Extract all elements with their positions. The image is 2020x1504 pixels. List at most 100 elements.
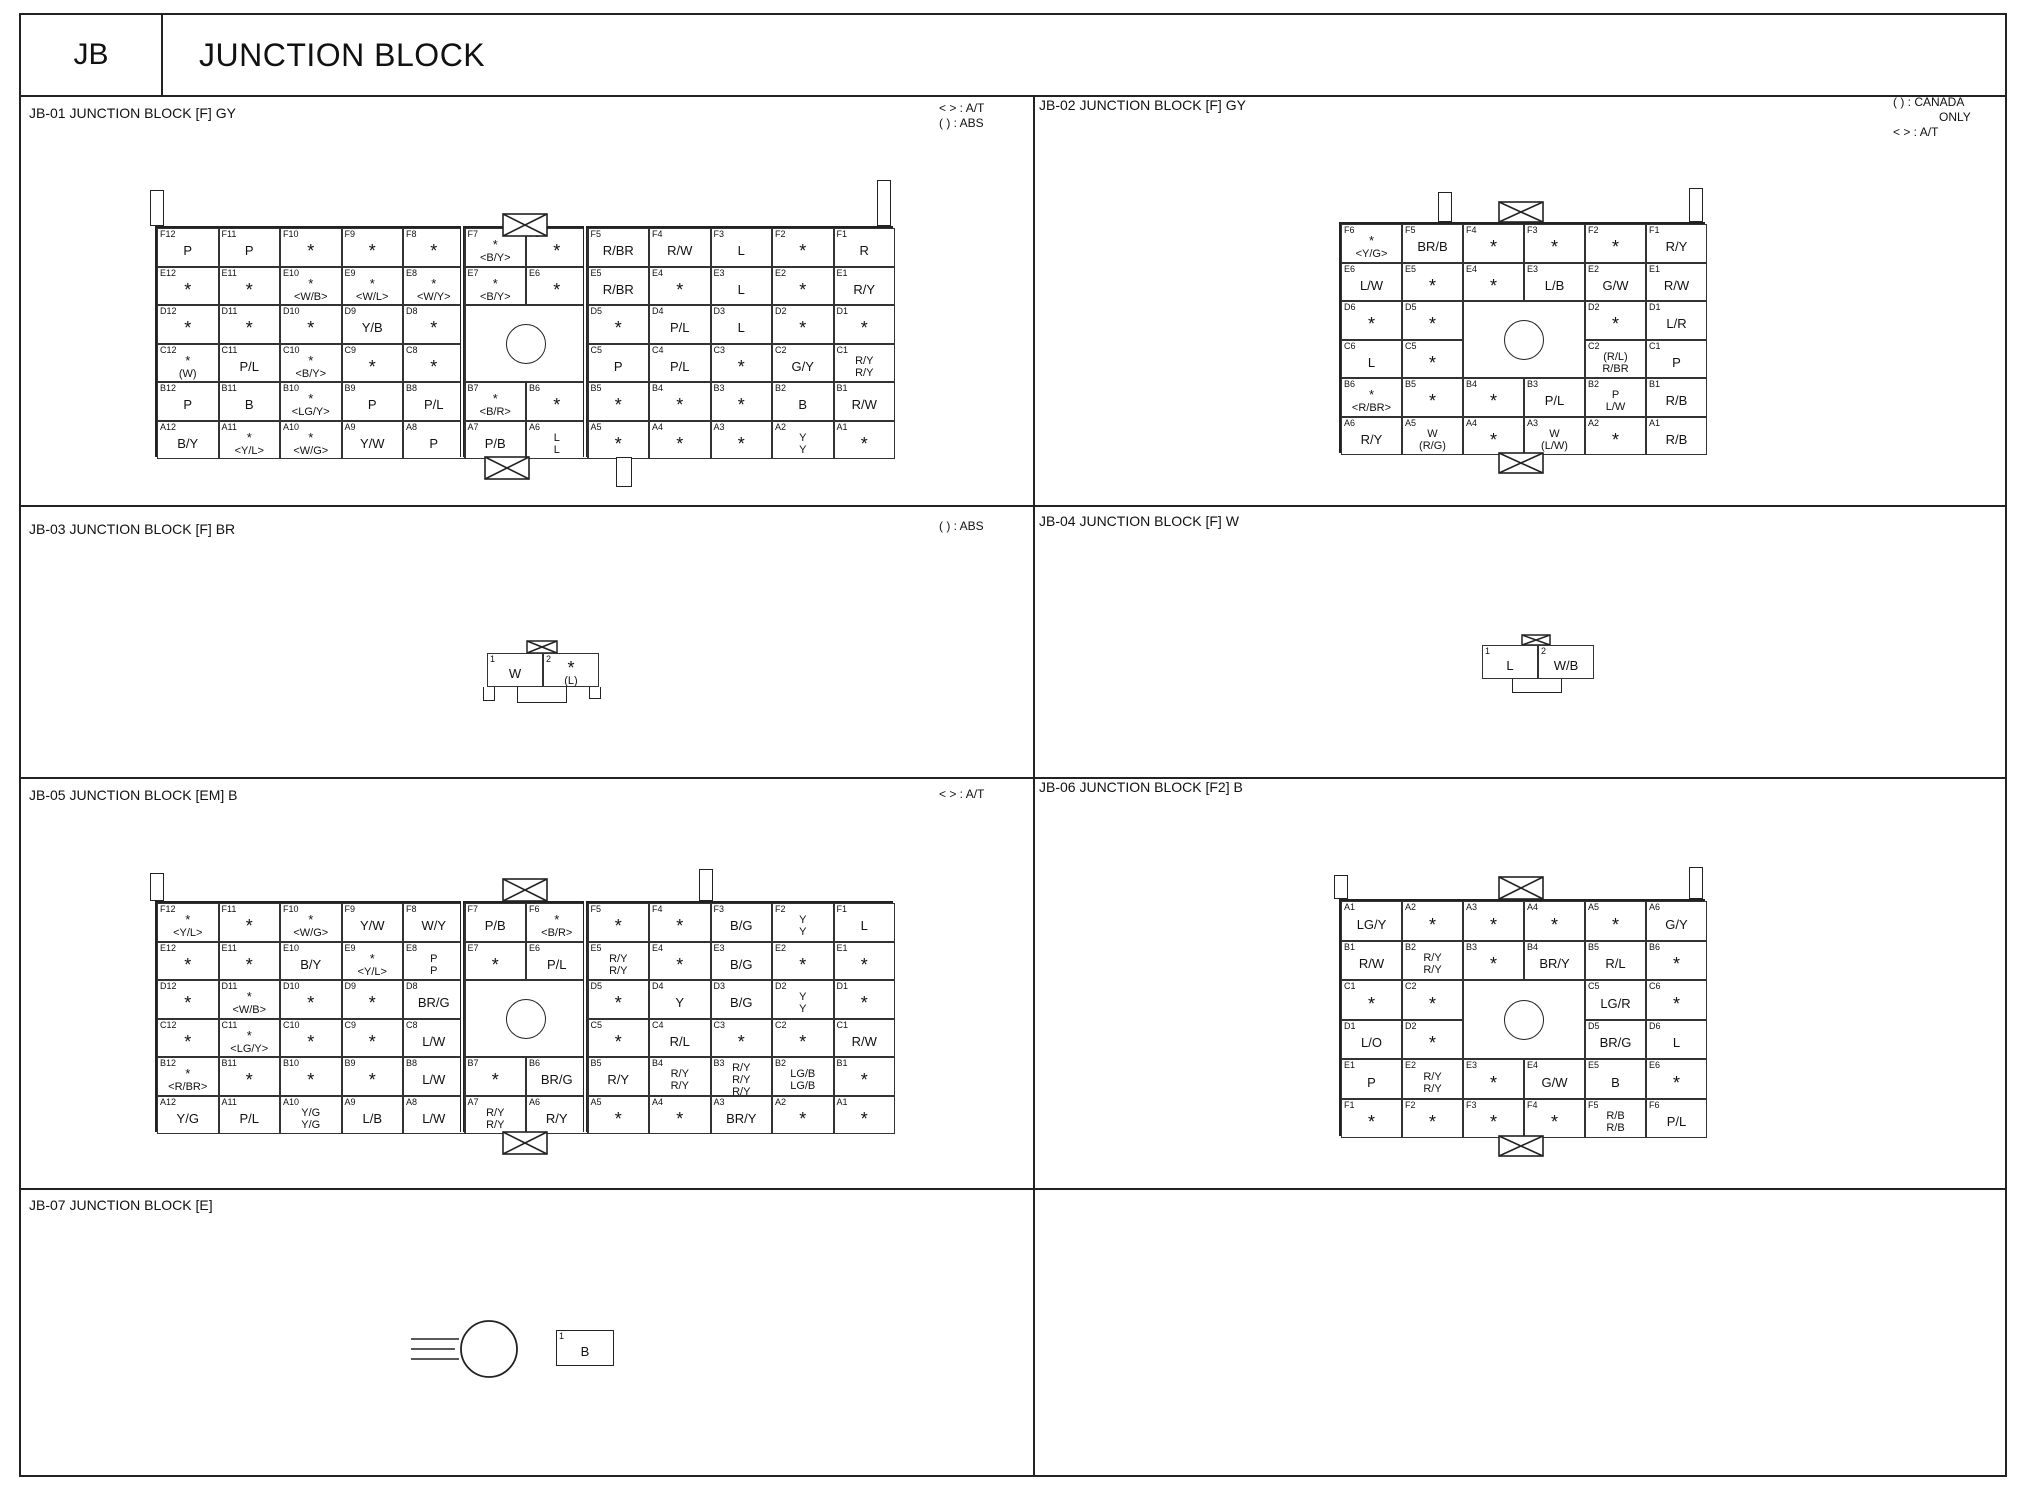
- pin-wire-color: *: [1586, 310, 1645, 339]
- pin-wire-color: B/G: [712, 989, 772, 1018]
- pin-value-line: R/Y: [1423, 952, 1442, 965]
- pin-value-line: *: [860, 1108, 868, 1129]
- pin-wire-color: *: [1403, 272, 1462, 301]
- pin-number: A8: [406, 1096, 418, 1107]
- pin-wire-color: *: [1342, 1108, 1401, 1138]
- jb06-pin-f2: F2*: [1402, 1098, 1463, 1138]
- pin-value-line: R/Y: [732, 1074, 751, 1087]
- pin-value-line: G/W: [1602, 277, 1629, 293]
- jb01-pin-e10: E10*<W/B>: [280, 266, 342, 305]
- pin-number: F12: [160, 904, 176, 914]
- pin-number: E9: [344, 942, 356, 953]
- pin-number: A4: [1527, 902, 1539, 912]
- pin-value-line: R/Y: [855, 354, 874, 367]
- pin-number: C12: [160, 1019, 177, 1030]
- pin-number: B3: [713, 1058, 725, 1068]
- pin-wire-color: *: [1403, 387, 1462, 416]
- pin-wire-color: *: [650, 951, 710, 980]
- pin-value-line: B/Y: [300, 956, 322, 972]
- jb02-legend: ( ) : CANADA ONLY < > : A/T: [1893, 95, 1971, 140]
- pin-wire-color: P/L: [1525, 387, 1584, 416]
- jb01-legend-at: < > : A/T: [939, 101, 985, 115]
- jb05-pin-e12: E12*: [157, 941, 219, 980]
- pin-number: A5: [1405, 417, 1417, 428]
- pin-number: B1: [1649, 379, 1661, 389]
- jb02-pin-b6: B6*<R/BR>: [1341, 378, 1402, 417]
- pin-number: B2: [775, 1058, 787, 1068]
- pin-value-line: *: [368, 241, 376, 262]
- pin-value-line: *: [614, 395, 622, 416]
- pin-value-line: <W/L>: [356, 290, 389, 303]
- jb05-pin-c12: C12*: [157, 1018, 219, 1057]
- jb05-pin-c11: C11*<LG/Y>: [218, 1018, 280, 1057]
- pin-number: A3: [1527, 417, 1539, 428]
- jb01-pin-d11: D11*: [218, 305, 280, 344]
- jb02-pin-b4: B4*: [1463, 378, 1524, 417]
- pin-value-line: *: [185, 1066, 191, 1082]
- pin-wire-color: *: [527, 391, 587, 420]
- pin-value-line: L/W: [422, 1072, 446, 1088]
- pin-number: F2: [1405, 1099, 1416, 1110]
- pin-value-line: (R/G): [1419, 439, 1446, 452]
- pin-number: E2: [775, 267, 787, 278]
- pin-value-line: *: [184, 954, 192, 975]
- pin-value-line: *: [246, 1027, 252, 1043]
- jb03-foot-left: [483, 687, 495, 701]
- pin-number: A4: [652, 421, 664, 432]
- pin-value-line: R/BR: [1602, 362, 1629, 375]
- pin-wire-color: Y/W: [343, 430, 403, 459]
- pin-number: F6: [529, 904, 540, 914]
- pin-wire-color: L/W: [1342, 272, 1401, 301]
- pin-number: F5: [590, 229, 602, 239]
- pin-wire-color: L: [835, 912, 895, 941]
- pin-value-line: *: [245, 318, 253, 339]
- pin-number: A7: [467, 421, 479, 432]
- pin-value-line: R/Y: [1665, 239, 1688, 255]
- jb05-pin-d1: D1*: [833, 980, 895, 1019]
- pin-value-line: *: [491, 1070, 499, 1091]
- pin-wire-color: *<B/R>: [527, 912, 587, 941]
- jb02-latch-bottom: [1498, 452, 1544, 474]
- pin-wire-color: *<R/BR>: [1342, 387, 1401, 416]
- pin-number: C9: [344, 1019, 357, 1030]
- pin-wire-color: *: [220, 1066, 280, 1095]
- pin-value-line: W: [1427, 427, 1438, 440]
- pin-value-line: L: [553, 431, 560, 444]
- pin-wire-color: P/L: [650, 353, 710, 382]
- pin-number: F3: [713, 229, 725, 239]
- pin-wire-color: R/L: [1586, 950, 1645, 980]
- pin-number: B5: [590, 1058, 602, 1068]
- pin-wire-color: *<W/Y>: [404, 276, 464, 305]
- pin-value-line: P: [1611, 389, 1620, 402]
- pin-value-line: <R/BR>: [1351, 402, 1392, 415]
- jb03-legend: ( ) : ABS: [939, 519, 984, 534]
- pin-value-line: *: [614, 318, 622, 339]
- pin-number: B11: [221, 383, 237, 393]
- pin-value-line: R/Y: [1360, 431, 1383, 447]
- jb05-pin-c9: C9*: [341, 1018, 403, 1057]
- pin-value-line: R/Y: [670, 1068, 689, 1081]
- jb01-pin-f2: F2*: [772, 228, 834, 267]
- pin-wire-color: P/B: [466, 912, 526, 941]
- pin-value-line: *: [1672, 954, 1680, 975]
- pin-number: E5: [1405, 263, 1417, 274]
- pin-value-line: *: [368, 993, 376, 1014]
- pin-value-line: BR/G: [540, 1072, 573, 1088]
- pin-wire-color: *: [281, 1028, 341, 1057]
- pin-number: C5: [1588, 981, 1600, 991]
- pin-wire-color: *(W): [158, 353, 218, 382]
- pin-value-line: R/W: [1358, 956, 1385, 972]
- jb01-pin-e12: E12*: [157, 266, 219, 305]
- pin-value-line: <W/Y>: [416, 290, 451, 303]
- pin-wire-color: BR/G: [527, 1066, 587, 1095]
